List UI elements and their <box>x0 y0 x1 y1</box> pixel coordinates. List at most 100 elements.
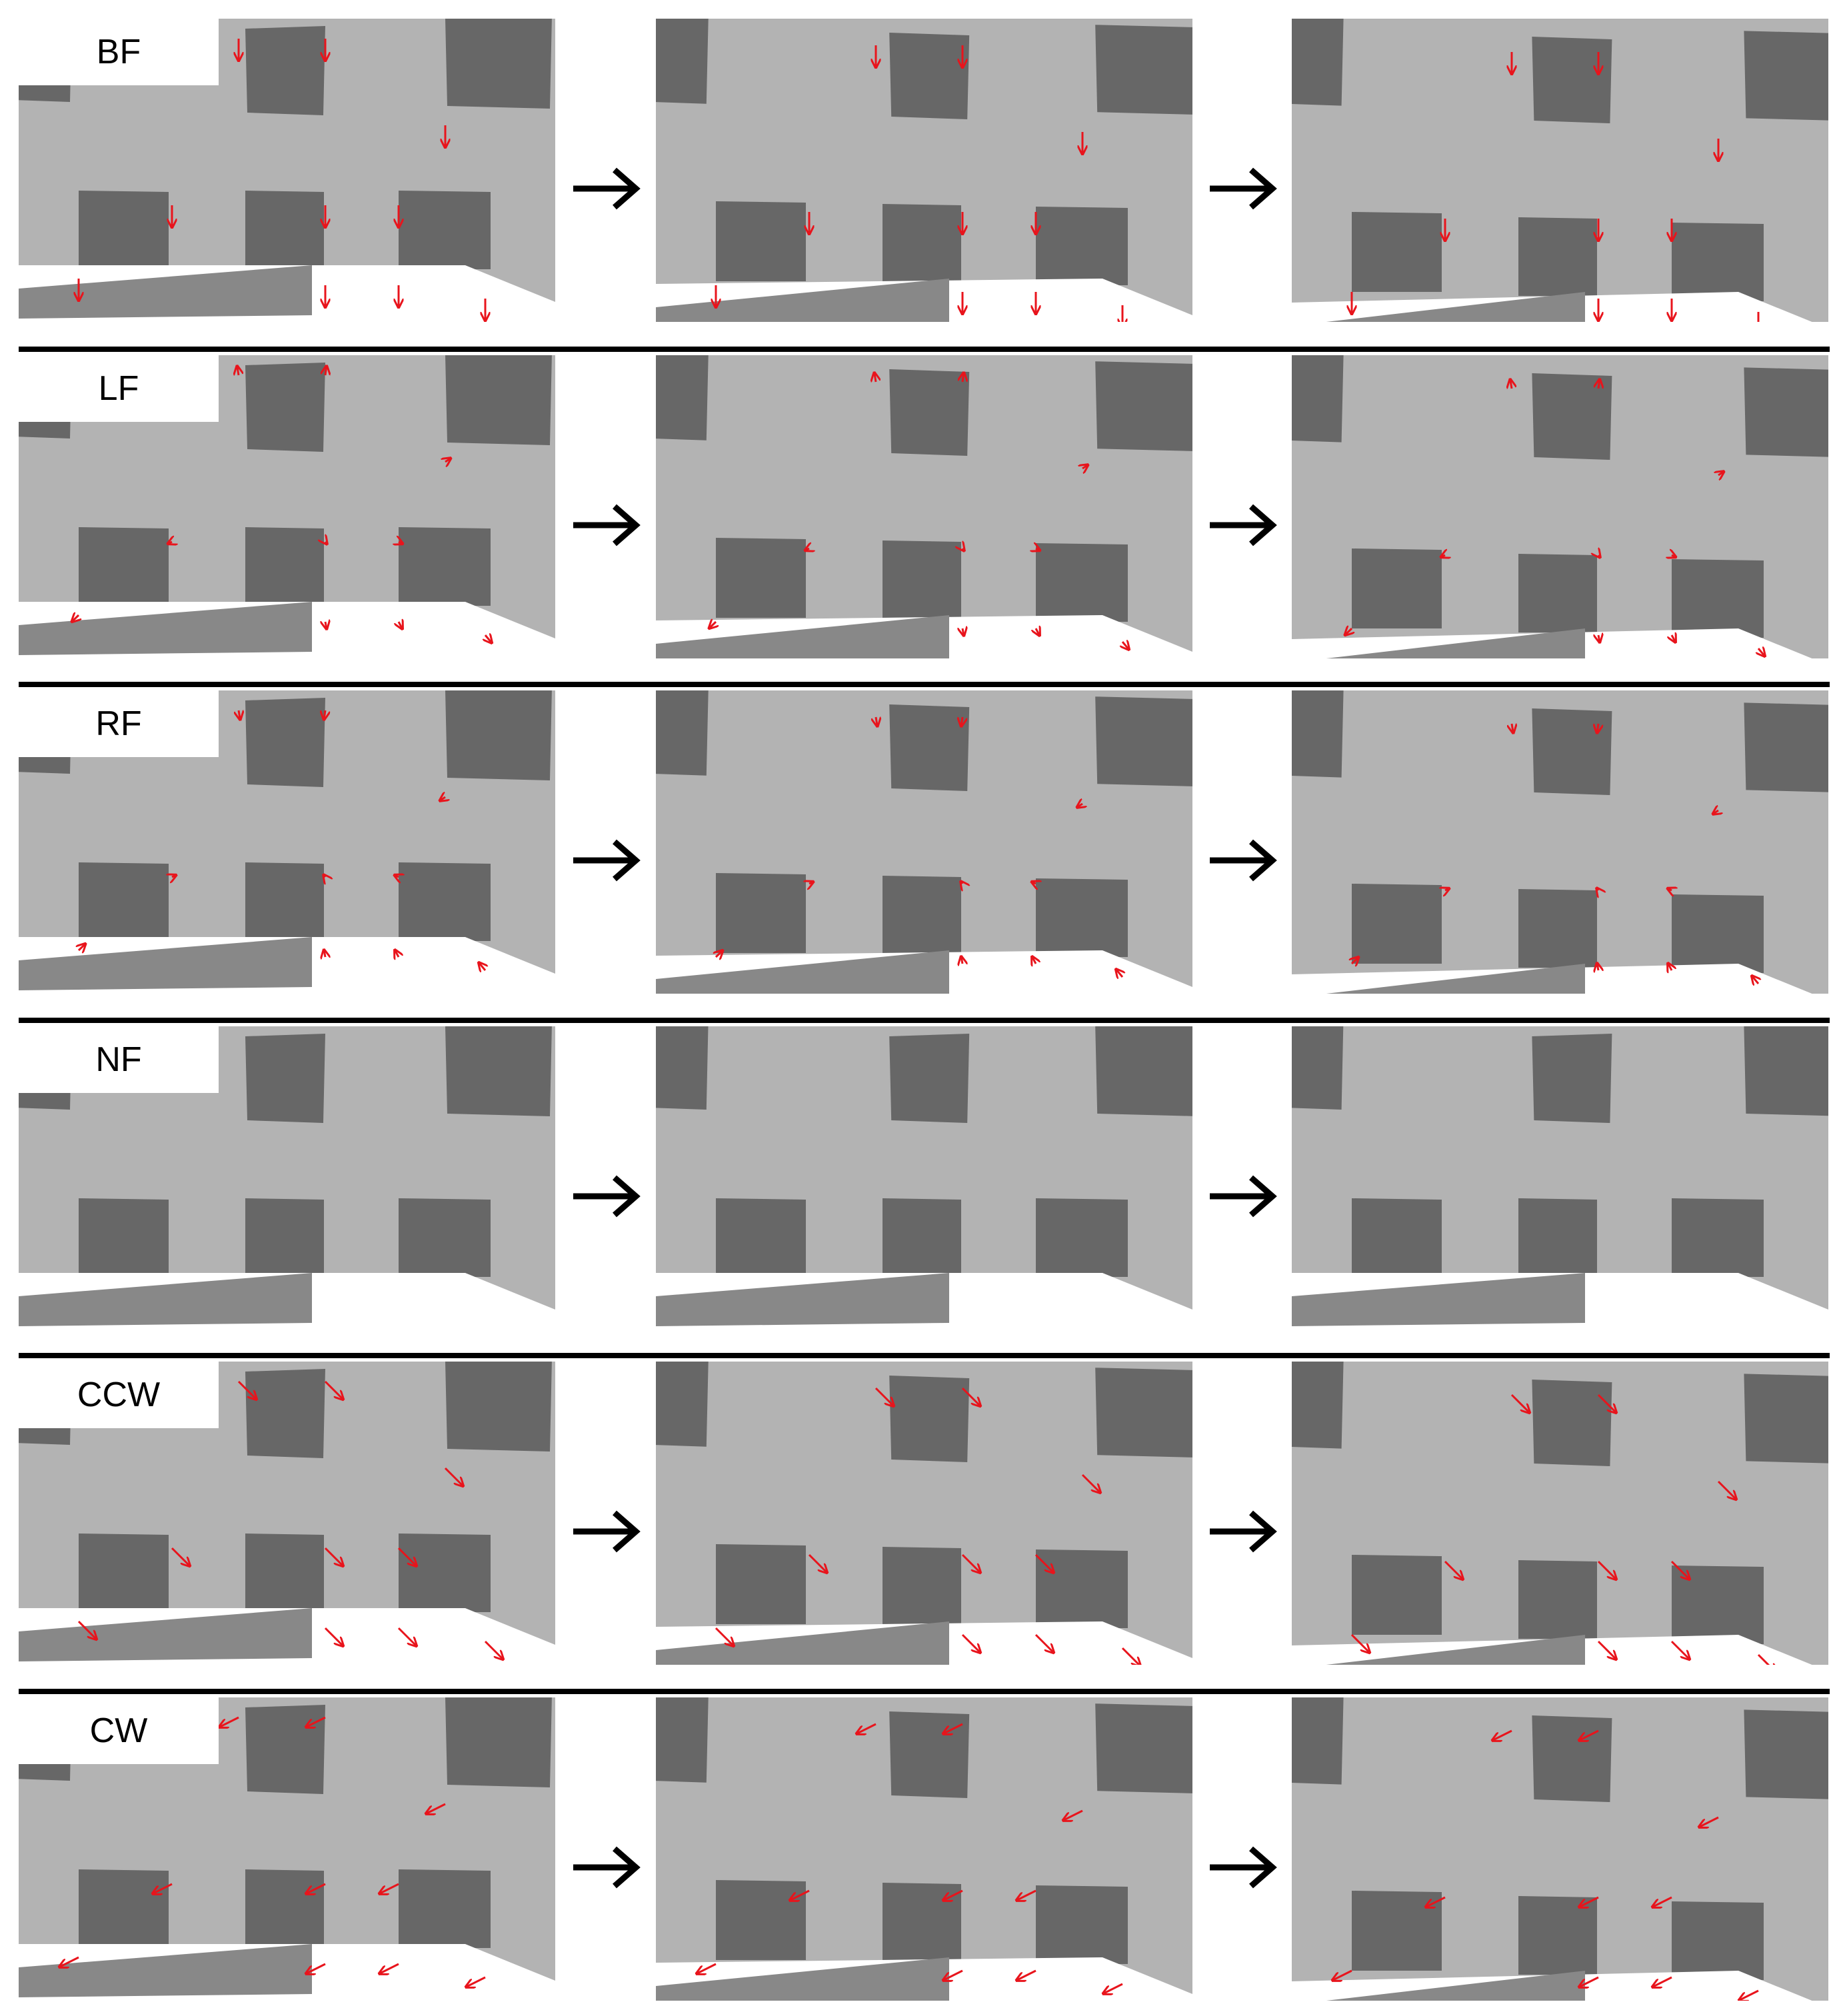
window-upper <box>245 363 325 452</box>
scene-frame <box>656 19 1192 322</box>
window-upper <box>1095 1703 1192 1793</box>
flow-arrow <box>1104 1983 1123 1993</box>
flow-arrow <box>239 710 240 719</box>
window-lower <box>1672 894 1764 973</box>
window-lower <box>1036 1885 1128 1964</box>
window-lower <box>716 1198 806 1278</box>
window-lower <box>1518 1198 1597 1277</box>
window-upper <box>889 1034 970 1123</box>
flow-arrow <box>324 1547 343 1565</box>
platform <box>19 1608 312 1661</box>
window-lower <box>1036 878 1128 957</box>
window-lower <box>1352 548 1442 628</box>
window-lower <box>883 1198 961 1277</box>
flow-arrow <box>1444 1560 1462 1579</box>
flow-arrow <box>1442 555 1445 556</box>
platform <box>1326 964 1585 994</box>
flow-arrow <box>79 944 85 950</box>
flow-arrow <box>1718 472 1723 475</box>
flow-arrow <box>1333 1969 1352 1980</box>
window-lower <box>1672 223 1764 301</box>
window-upper <box>656 1697 709 1783</box>
right-arrow-icon <box>573 504 641 546</box>
flow-arrow <box>1082 465 1087 469</box>
row-label: LF <box>19 355 219 422</box>
row-bf <box>19 19 1830 352</box>
flow-arrow <box>1597 964 1598 970</box>
flow-arrow <box>1064 1809 1083 1820</box>
row-cw <box>19 1697 1828 2001</box>
flow-arrow <box>397 1627 416 1645</box>
flow-arrow <box>1116 970 1122 977</box>
flow-arrow <box>1653 1896 1672 1907</box>
flow-arrow <box>324 1627 343 1645</box>
flow-arrow <box>324 710 325 719</box>
scene-frame <box>1292 1697 1828 2001</box>
window-lower <box>399 862 491 941</box>
flow-arrow <box>710 622 716 628</box>
window-upper <box>1744 1374 1828 1464</box>
flow-arrow <box>1034 1553 1053 1572</box>
window-lower <box>245 1198 324 1277</box>
right-arrow-icon <box>573 1846 641 1889</box>
right-arrow-icon <box>573 167 641 210</box>
flow-arrow <box>1350 1633 1369 1652</box>
window-lower <box>79 1533 169 1613</box>
window-lower <box>1036 1198 1128 1277</box>
flow-arrow <box>307 1963 326 1973</box>
flow-arrow <box>171 1547 189 1565</box>
window-upper <box>1532 708 1612 795</box>
platform <box>19 602 312 655</box>
platform <box>656 1957 949 2001</box>
window-lower <box>883 876 961 954</box>
flow-arrow <box>1580 1976 1599 1987</box>
window-upper <box>1532 1715 1612 1802</box>
flow-arrow <box>1700 1816 1719 1827</box>
row-label: RF <box>19 690 219 757</box>
flow-arrow <box>857 1723 877 1733</box>
flow-arrow <box>1510 380 1512 389</box>
flow-arrow <box>808 1553 827 1572</box>
platform <box>19 1273 312 1326</box>
flow-arrow <box>875 373 876 382</box>
flow-arrow <box>1081 1474 1100 1492</box>
flow-arrow <box>324 1380 343 1399</box>
flow-arrow <box>307 1716 326 1727</box>
scene-frame <box>656 690 1192 994</box>
window-upper <box>245 26 325 115</box>
window-lower <box>716 538 806 618</box>
flow-arrow <box>1714 810 1718 814</box>
flow-arrow <box>1757 1653 1776 1665</box>
flow-arrow <box>324 876 325 877</box>
window-upper <box>1095 361 1192 451</box>
scene-frame <box>19 355 555 658</box>
scene-frame <box>656 1362 1192 1665</box>
flow-arrow <box>961 1387 980 1406</box>
window-lower <box>399 527 491 606</box>
flow-arrow <box>444 1467 463 1486</box>
window-upper <box>245 1034 325 1123</box>
flow-arrow <box>479 963 485 970</box>
window-lower <box>883 1883 961 1961</box>
flow-arrow <box>395 950 399 957</box>
window-upper <box>1744 702 1828 792</box>
window-upper <box>889 369 970 456</box>
window-upper <box>1744 367 1828 457</box>
flow-arrow <box>1078 804 1082 807</box>
flow-arrow <box>875 1387 893 1406</box>
flow-arrow <box>73 615 79 621</box>
right-arrow-icon <box>1210 1175 1277 1218</box>
flow-arrow <box>1717 1480 1736 1499</box>
flow-arrow <box>395 876 399 877</box>
window-lower <box>1352 1891 1442 1971</box>
flow-arrow <box>1034 1633 1053 1652</box>
flow-arrow <box>1512 724 1513 732</box>
flow-arrow <box>1032 957 1036 964</box>
scene-frame <box>656 355 1192 658</box>
flow-arrow <box>961 717 962 726</box>
window-lower <box>1352 212 1442 292</box>
flow-arrow <box>1036 548 1039 550</box>
scene-frame <box>1292 1026 1828 1330</box>
right-arrow-icon <box>1210 1510 1277 1553</box>
flow-arrow <box>380 1963 399 1973</box>
